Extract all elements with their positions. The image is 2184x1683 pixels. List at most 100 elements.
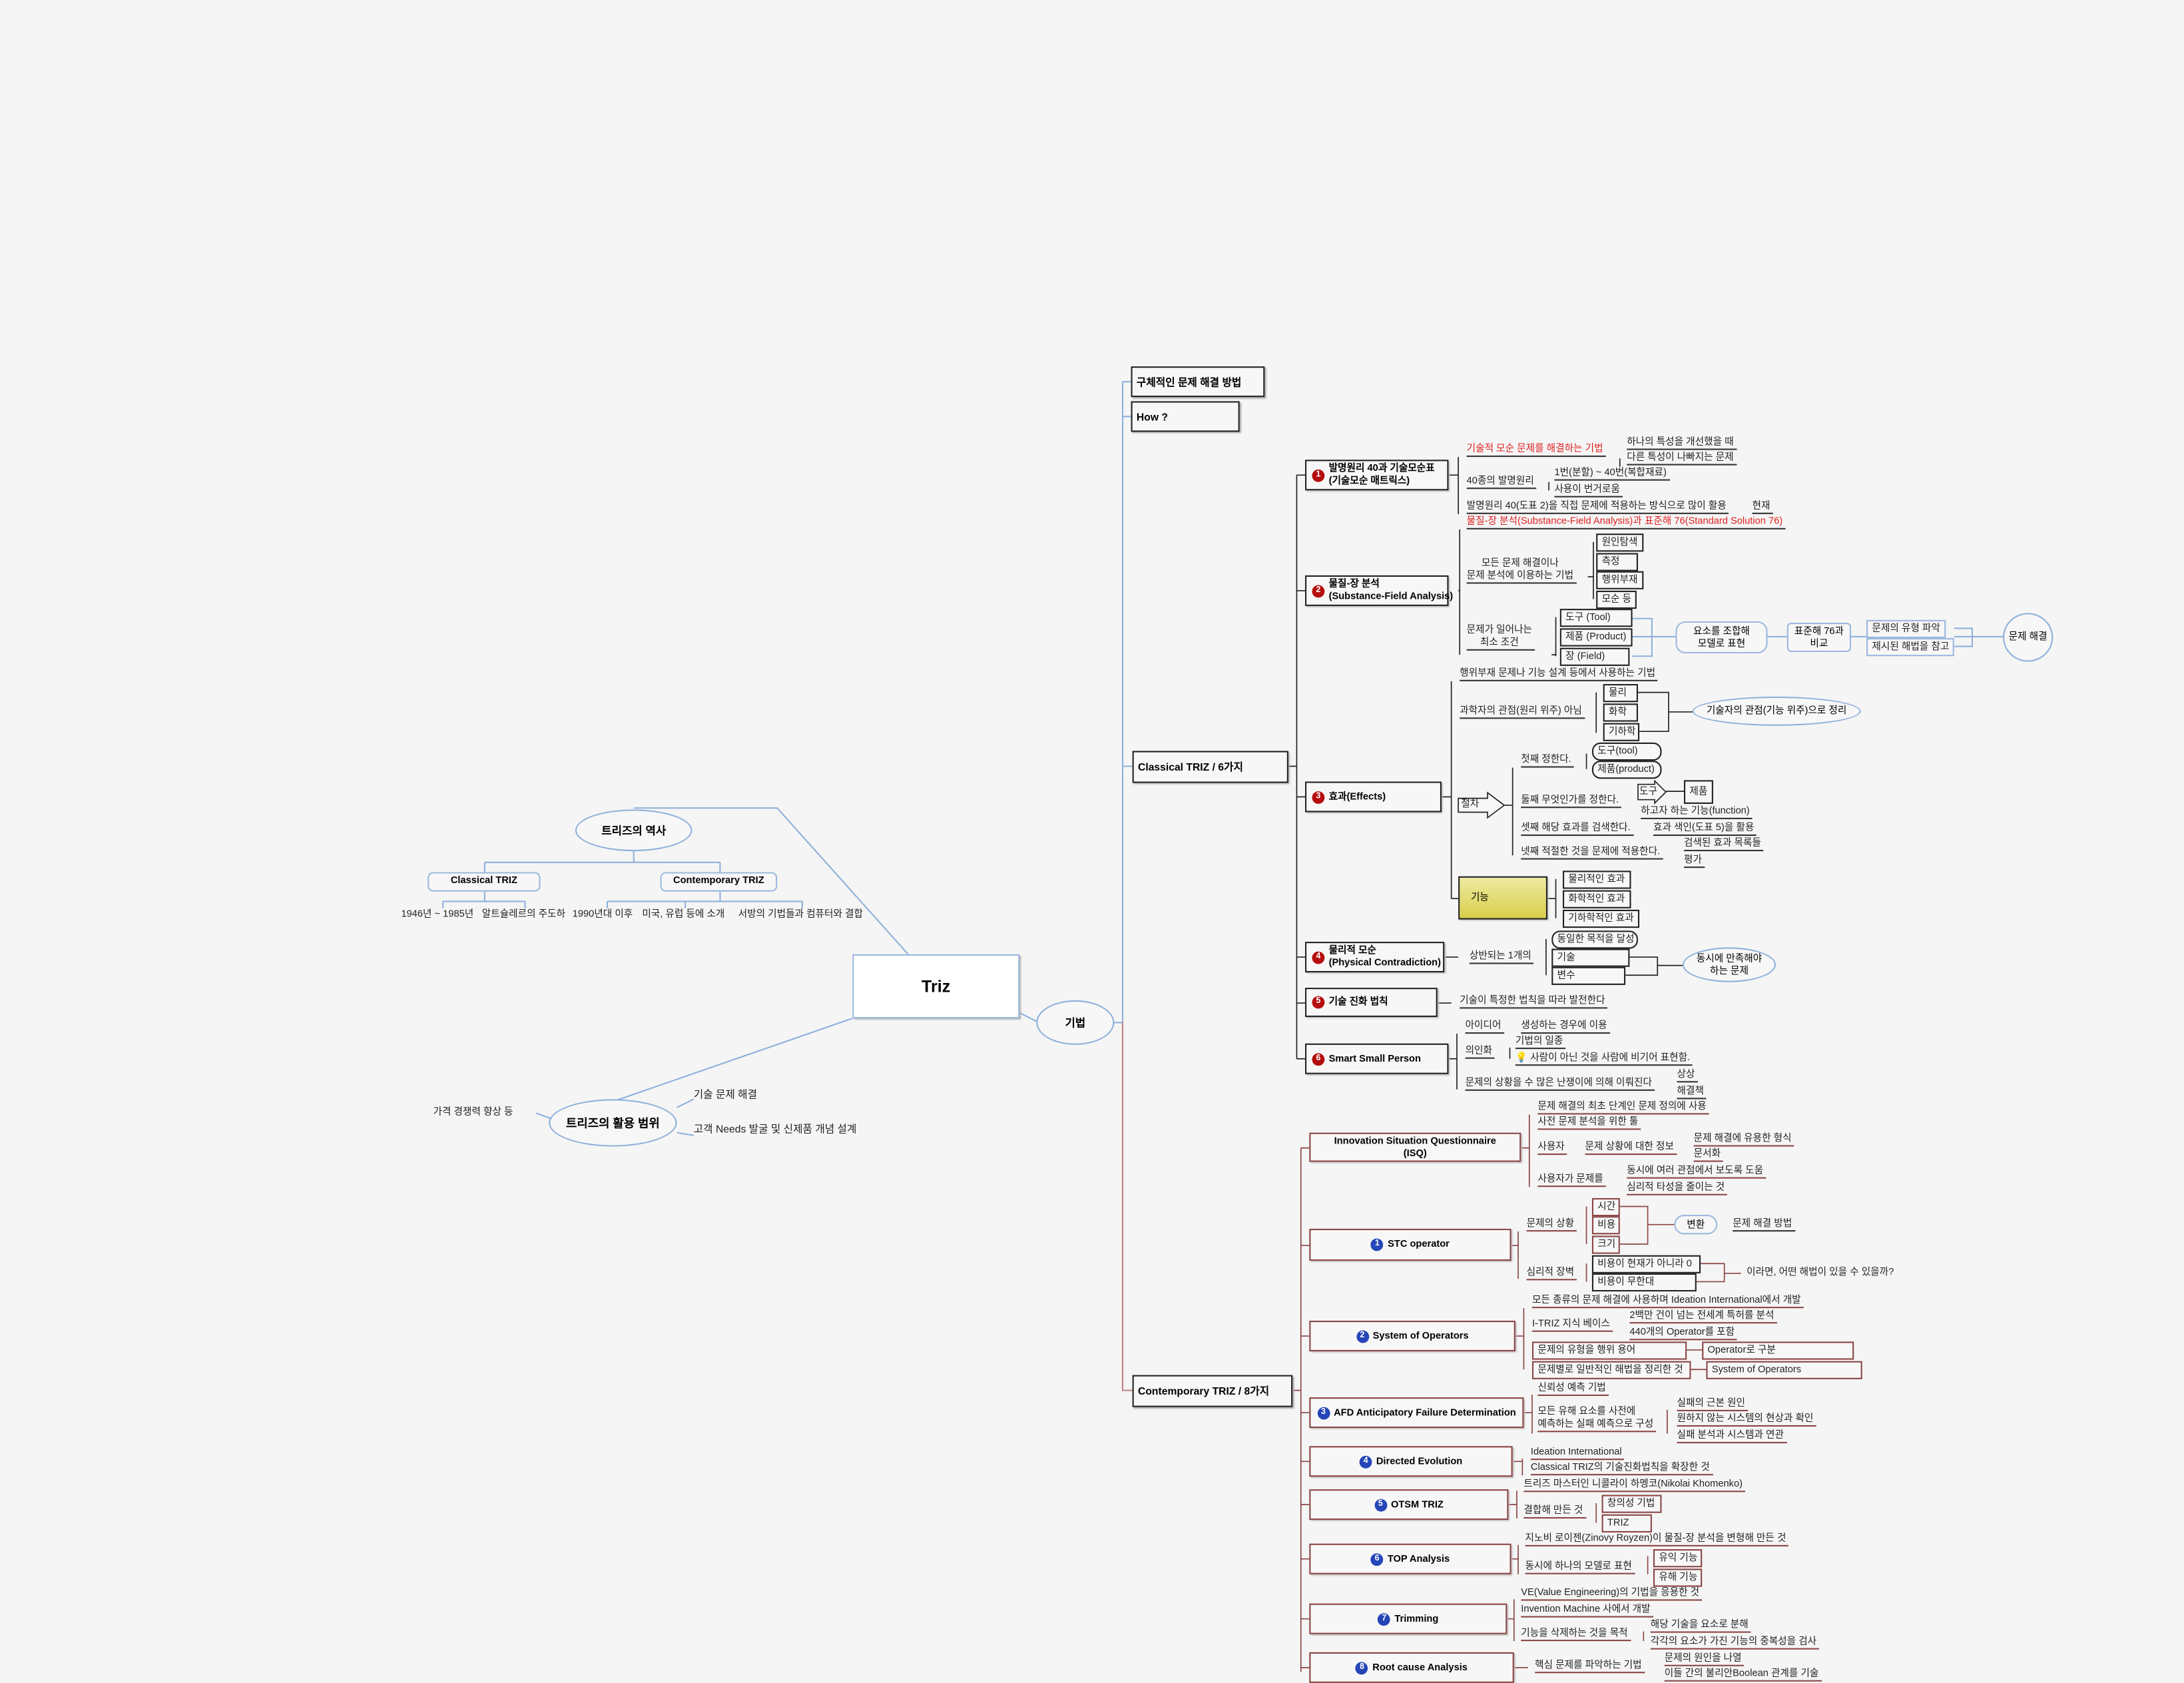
problem-solved-node[interactable]: 문제 해결	[2003, 613, 2053, 662]
leaf-box[interactable]: 문제별로 일반적인 해법을 정리한 것	[1531, 1361, 1691, 1379]
how-node[interactable]: How ?	[1131, 401, 1240, 432]
classical-triz-node[interactable]: Classical TRIZ / 6가지	[1132, 751, 1288, 783]
leaf-text: 각각의 요소가 가진 기능의 중복성을 검사	[1650, 1636, 1820, 1650]
history-node[interactable]: 트리즈의 역사	[575, 809, 692, 852]
leaf-box[interactable]: 화학	[1603, 703, 1638, 722]
leaf-box[interactable]: 시간	[1591, 1197, 1620, 1217]
leaf-box[interactable]: 제품 (Product)	[1559, 628, 1633, 647]
method-node[interactable]: 기법	[1036, 1000, 1115, 1045]
leaf-box[interactable]: 측정	[1596, 553, 1638, 571]
leaf-box[interactable]: 문제의 유형을 행위 용어	[1531, 1341, 1687, 1360]
leaf-text: 원하지 않는 시스템의 현상과 확인	[1677, 1413, 1816, 1427]
leaf-box[interactable]: 유익 기능	[1653, 1549, 1703, 1568]
concrete-method-label: 구체적인 문제 해결 방법	[1136, 375, 1242, 388]
leaf-box[interactable]: 물리	[1603, 684, 1638, 703]
contemporary-node-isq[interactable]: Innovation Situation Questionnaire (ISQ)	[1309, 1132, 1521, 1162]
root-title: Triz	[922, 976, 951, 996]
transform-label: 변환	[1687, 1219, 1705, 1230]
engineer-view-node[interactable]: 기술자의 관점(기능 위주)으로 정리	[1692, 696, 1861, 726]
leaf-box[interactable]: 물리적인 효과	[1562, 870, 1631, 889]
leaf-text: 하나의 특성을 개선했을 때	[1627, 436, 1737, 450]
history-classical-triz[interactable]: Classical TRIZ	[427, 872, 541, 892]
branch-text: 넷째 적절한 것을 문제에 적용한다.	[1521, 846, 1663, 860]
leaf-box[interactable]: 장 (Field)	[1559, 647, 1630, 666]
contemporary-triz-node[interactable]: Contemporary TRIZ / 8가지	[1132, 1375, 1293, 1407]
leaf-box[interactable]: 행위부재	[1596, 571, 1643, 589]
leaf-box[interactable]: Operator로 구분	[1702, 1341, 1854, 1360]
leaf-box[interactable]: 유해 기능	[1653, 1568, 1703, 1587]
leaf-box[interactable]: 제품	[1683, 780, 1713, 804]
branch-text: 동시에 하나의 모델로 표현	[1525, 1560, 1635, 1574]
number-badge: 8	[1356, 1661, 1368, 1674]
leaf-box[interactable]: 창의성 기법	[1601, 1495, 1662, 1513]
branch-text: 트리즈 마스터인 니콜라이 하멩코(Nikolai Khomenko)	[1523, 1478, 1746, 1493]
node-title: AFD Anticipatory Failure Determination	[1334, 1407, 1516, 1418]
leaf-box[interactable]: 비용이 현재가 아니라 0	[1591, 1255, 1701, 1273]
concrete-method-node[interactable]: 구체적인 문제 해결 방법	[1131, 366, 1265, 398]
leaf-text: 1번(분할) ~ 40번(복합재료)	[1554, 467, 1670, 481]
node-title: OTSM TRIZ	[1390, 1499, 1444, 1510]
number-badge: 5	[1374, 1498, 1387, 1511]
number-badge: 4	[1359, 1455, 1372, 1468]
leaf-box[interactable]: 도구(tool)	[1591, 742, 1662, 761]
leaf-text: 문제 해결에 유용한 형식	[1693, 1133, 1794, 1147]
leaf-box[interactable]: 기하학	[1603, 723, 1640, 741]
leaf-box[interactable]: 크기	[1591, 1235, 1620, 1254]
leaf-box[interactable]: System of Operators	[1706, 1361, 1862, 1379]
node-subtitle: (ISQ)	[1403, 1148, 1427, 1159]
leaf-text: 사용이 번거로움	[1554, 484, 1623, 498]
branch-text: 기술이 특정한 법칙을 따라 발전한다	[1460, 995, 1608, 1009]
leaf-box[interactable]: TRIZ	[1601, 1514, 1652, 1532]
leaf-box[interactable]: 변수	[1551, 966, 1626, 985]
leaf-box[interactable]: 화학적인 효과	[1562, 890, 1631, 908]
leaf-box[interactable]: 제시된 해법을 참고	[1866, 638, 1955, 657]
branch-text: 신뢰성 예측 기법	[1537, 1382, 1609, 1396]
leaf-box[interactable]: 도구 (Tool)	[1559, 609, 1633, 627]
leaf-text: 검색된 효과 목록들	[1683, 837, 1765, 852]
leaf-box[interactable]: 원인탐색	[1596, 533, 1643, 552]
node-title: Innovation Situation Questionnaire	[1334, 1136, 1496, 1146]
leaf-box[interactable]: 모순 등	[1596, 590, 1637, 609]
transform-node[interactable]: 변환	[1674, 1215, 1718, 1235]
node-title: TOP Analysis	[1387, 1554, 1450, 1564]
usage-node[interactable]: 트리즈의 활용 범위	[549, 1099, 677, 1147]
leaf-box[interactable]: 비용이 무한대	[1591, 1273, 1697, 1292]
branch-text: 둘째 무엇인가를 정한다.	[1521, 794, 1622, 809]
leaf-box[interactable]: 문제의 유형 파악	[1866, 619, 1946, 639]
history-contemporary-triz[interactable]: Contemporary TRIZ	[660, 872, 778, 892]
function-node[interactable]: 기능	[1458, 876, 1547, 920]
branch-text: 지노비 로이젠(Zinovy Royzen)이 물질-장 분석을 변형해 만든 …	[1525, 1532, 1789, 1546]
root-node[interactable]: Triz	[852, 954, 1020, 1019]
leaf-text: 상상	[1677, 1068, 1698, 1083]
number-badge: 5	[1312, 996, 1325, 1009]
number-badge: 4	[1312, 950, 1325, 964]
leaf-box[interactable]: 기술	[1551, 948, 1630, 967]
leaf-box[interactable]: 동일한 목적을 달성	[1551, 930, 1638, 949]
history-title: 트리즈의 역사	[601, 824, 667, 837]
number-badge: 6	[1312, 1052, 1325, 1066]
leaf-box[interactable]: 비용	[1591, 1216, 1620, 1235]
leaf-box[interactable]: 제품(product)	[1591, 761, 1662, 779]
leaf-box[interactable]: 기하학적인 효과	[1562, 909, 1640, 928]
branch-text: 핵심 문제를 파악하는 기법	[1535, 1659, 1645, 1674]
leaf-text: Ideation International	[1530, 1446, 1625, 1461]
